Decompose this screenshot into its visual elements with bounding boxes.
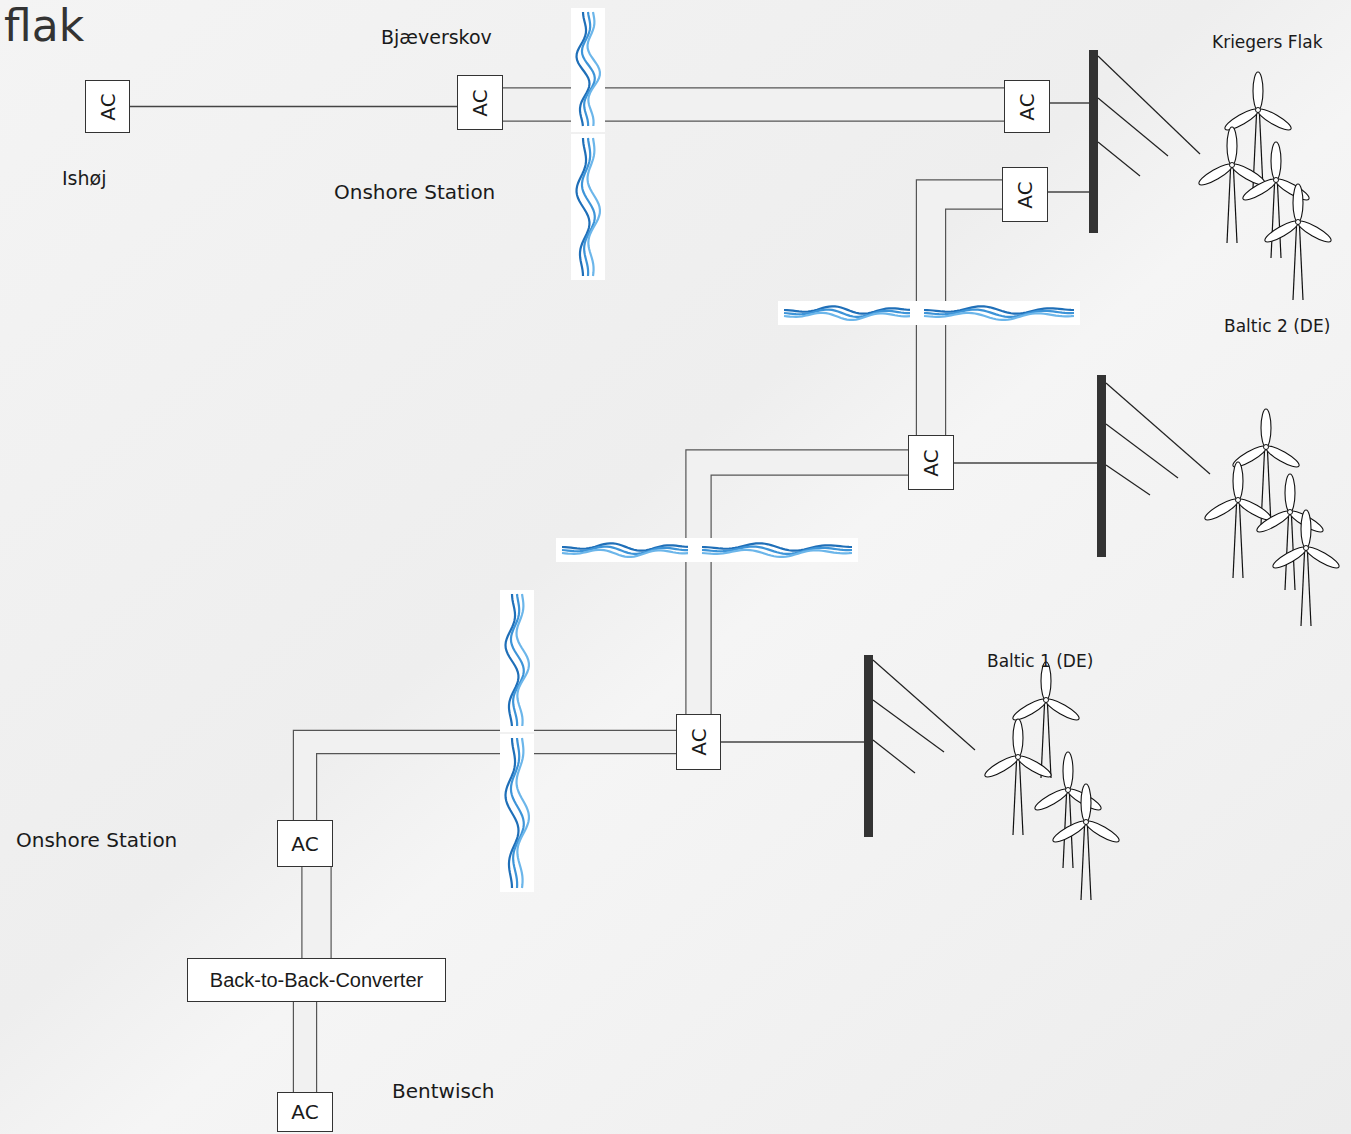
feeder-line xyxy=(1106,465,1150,495)
title: flak xyxy=(4,0,84,52)
node-text: AC xyxy=(919,449,943,476)
busbar xyxy=(864,655,873,837)
sea-symbol xyxy=(571,8,605,132)
ac-station-box: AC xyxy=(676,714,721,770)
feeder-line xyxy=(1098,98,1168,156)
feeder-line xyxy=(1106,383,1210,474)
converter-box: Back-to-Back-Converter xyxy=(187,958,446,1002)
cable-outer xyxy=(301,867,331,958)
busbar-link xyxy=(1050,102,1090,103)
busbar xyxy=(1089,50,1098,233)
cable-outer xyxy=(293,1002,317,1092)
wind-turbine xyxy=(983,719,1054,835)
cable-outer xyxy=(699,463,909,715)
sea-symbol xyxy=(500,590,534,732)
sea-symbol xyxy=(571,134,605,280)
ac-station-box: AC xyxy=(1002,167,1048,222)
sea-symbol xyxy=(696,538,858,562)
node-text: AC xyxy=(1013,181,1037,208)
node-text: Back-to-Back-Converter xyxy=(210,969,423,992)
wind-turbine xyxy=(1033,752,1104,868)
busbar xyxy=(1097,375,1106,557)
cable-outer xyxy=(305,742,676,820)
busbar-link xyxy=(1048,191,1090,192)
feeder-line xyxy=(1098,56,1200,154)
cable-line xyxy=(130,106,457,107)
feeder-line xyxy=(873,740,915,773)
node-text: AC xyxy=(95,93,119,120)
sea-symbol xyxy=(918,301,1080,325)
feeder-line xyxy=(1106,424,1178,478)
cable-inner xyxy=(294,1002,316,1092)
cable-connector xyxy=(316,867,317,958)
place-label: Onshore Station xyxy=(334,180,495,204)
place-label: Ishøj xyxy=(62,167,106,189)
ac-station-box: AC xyxy=(457,75,503,130)
ac-station-box: AC xyxy=(1004,80,1050,133)
ac-station-box: AC xyxy=(277,1092,333,1132)
wind-turbine xyxy=(1231,409,1302,525)
ac-station-box: AC xyxy=(908,435,954,490)
busbar-link xyxy=(721,741,865,742)
node-text: AC xyxy=(1015,93,1039,120)
cable-inner xyxy=(699,463,909,715)
place-label: Onshore Station xyxy=(16,828,177,852)
cable-connector xyxy=(130,106,457,107)
wind-turbine xyxy=(1255,474,1326,590)
wind-turbine xyxy=(1203,462,1274,578)
feeder-line xyxy=(873,660,975,750)
place-label: Baltic 1 (DE) xyxy=(987,651,1093,671)
ac-station-box: AC xyxy=(85,80,130,133)
sea-symbol xyxy=(778,301,918,325)
wind-turbine xyxy=(1271,510,1342,626)
place-label: Baltic 2 (DE) xyxy=(1224,316,1330,336)
sea-symbol xyxy=(556,538,696,562)
busbar-link xyxy=(954,462,1098,463)
ac-station-box: AC xyxy=(277,820,333,867)
sea-symbol xyxy=(500,734,534,892)
feeder-line xyxy=(873,700,944,752)
cable-inner xyxy=(305,742,676,820)
cable-inner xyxy=(303,867,331,958)
place-label: Bentwisch xyxy=(392,1079,495,1103)
cable-connector xyxy=(305,742,676,820)
feeder-line xyxy=(1098,142,1140,176)
node-text: AC xyxy=(468,89,492,116)
cable-connector xyxy=(305,1002,306,1092)
place-label: Bjæverskov xyxy=(381,26,492,48)
wind-turbine xyxy=(1051,784,1122,900)
place-label: Kriegers Flak xyxy=(1212,32,1323,52)
node-text: AC xyxy=(686,728,710,755)
node-text: AC xyxy=(291,832,318,856)
node-text: AC xyxy=(291,1100,318,1124)
cable-connector xyxy=(699,463,909,715)
wind-turbine xyxy=(1263,184,1334,300)
